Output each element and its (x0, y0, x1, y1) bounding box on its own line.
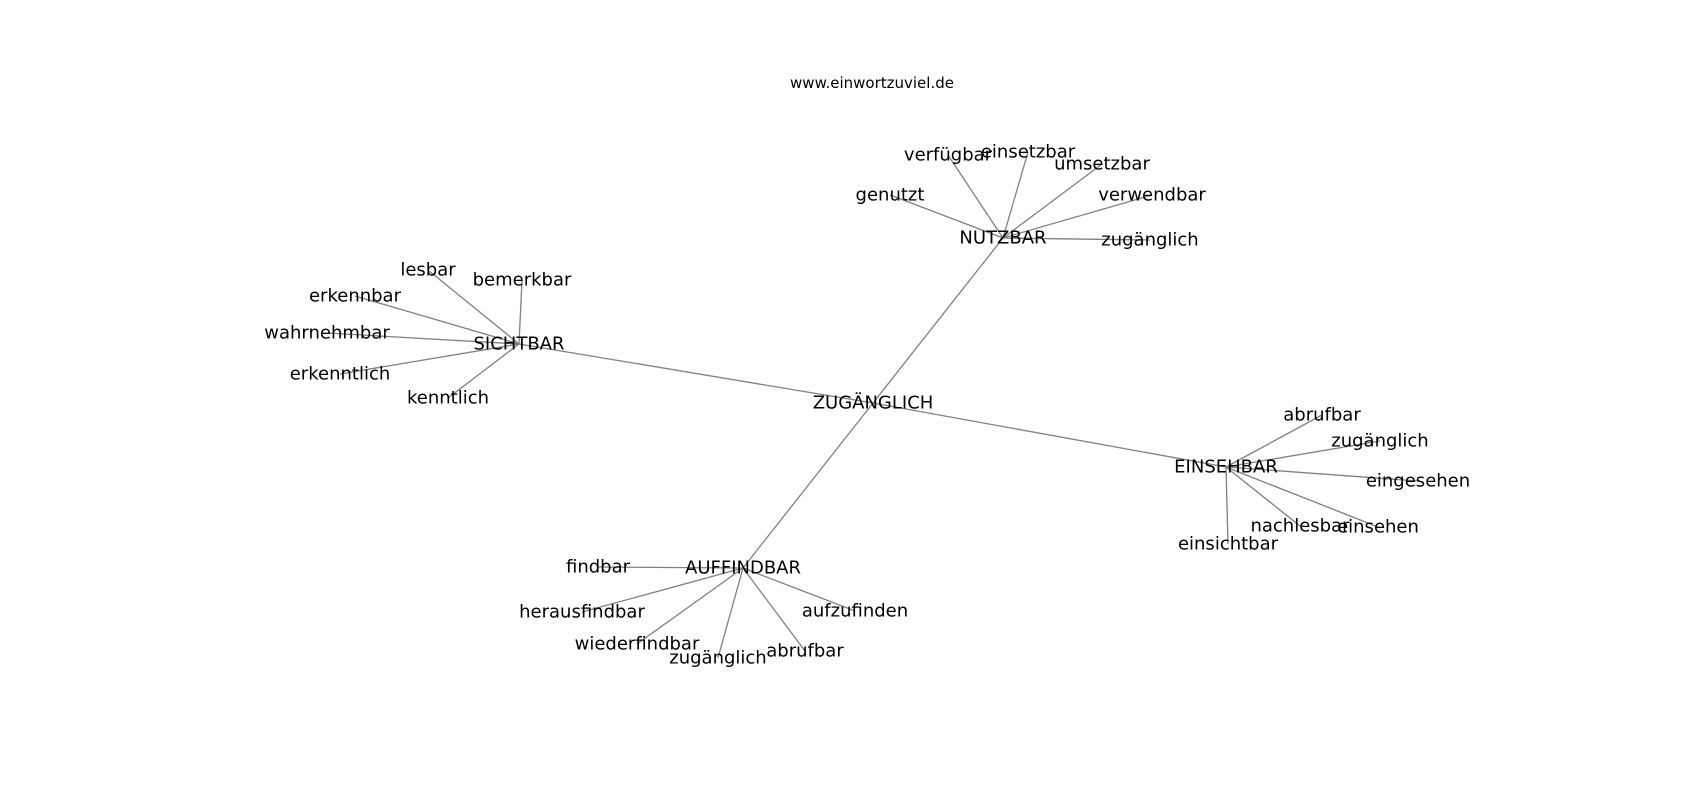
hub-node: NUTZBAR (959, 228, 1046, 249)
labels-layer: ZUGÄNGLICH NUTZBAR genutzt verfügbareinsetz… (264, 142, 1470, 669)
leaf-node: zugänglich (669, 648, 766, 669)
edge-hub-to-leaf (326, 332, 520, 345)
edge-hub-to-leaf (581, 567, 744, 613)
leaf-node: einsetzbar (981, 142, 1076, 163)
leaf-node: erkennbar (309, 286, 402, 307)
edge-hub-to-leaf (427, 269, 520, 345)
leaf-node: eingesehen (1366, 471, 1470, 492)
leaf-node: verfügbar (904, 145, 993, 166)
edge-hub-to-leaf (636, 567, 744, 645)
edge-hub-to-leaf (339, 343, 520, 375)
edge-hub-to-leaf (947, 154, 1004, 239)
leaf-node: einsichtbar (1178, 534, 1279, 555)
leaf-node: findbar (566, 557, 631, 578)
edge-hub-to-leaf (518, 279, 523, 345)
edge-hub-to-leaf (717, 567, 744, 659)
leaf-node: aufzufinden (802, 601, 908, 622)
edge-hub-to-leaf (1225, 440, 1381, 468)
center-node: ZUGÄNGLICH (813, 393, 934, 414)
leaf-node: lesbar (400, 260, 456, 281)
edge-center-to-hub (742, 402, 874, 569)
edge-hub-to-leaf (742, 567, 806, 652)
edge-hub-to-leaf (354, 295, 520, 345)
site-url: www.einwortzuviel.de (790, 74, 954, 92)
edge-hub-to-leaf (1225, 466, 1379, 528)
edge-hub-to-leaf (1225, 414, 1323, 468)
leaf-node: erkenntlich (290, 364, 391, 385)
edge-hub-to-leaf (1225, 466, 1301, 527)
leaf-node: zugänglich (1331, 431, 1428, 452)
leaf-node: bemerkbar (473, 270, 572, 291)
hub-node: EINSEHBAR (1174, 457, 1278, 478)
edge-center-to-hub (872, 237, 1004, 404)
edge-hub-to-leaf (1225, 466, 1229, 545)
hub-node: SICHTBAR (473, 334, 564, 355)
leaf-node: abrufbar (766, 641, 844, 662)
leaf-node: herausfindbar (519, 602, 645, 623)
leaf-node: abrufbar (1283, 405, 1361, 426)
leaf-node: umsetzbar (1054, 154, 1150, 175)
hub-node: AUFFINDBAR (685, 558, 801, 579)
edge-hub-to-leaf (1002, 151, 1029, 239)
edge-hub-to-leaf (447, 343, 520, 399)
edge-hub-to-leaf (597, 566, 744, 569)
leaf-node: wahrnehmbar (264, 323, 390, 344)
leaf-node: verwendbar (1098, 185, 1206, 206)
leaf-node: kenntlich (407, 388, 489, 409)
edge-center-to-hub (518, 343, 874, 404)
leaf-node: einsehen (1337, 517, 1419, 538)
edge-hub-to-leaf (742, 567, 856, 612)
leaf-node: zugänglich (1101, 230, 1198, 251)
edge-hub-to-leaf (1002, 194, 1153, 239)
edge-hub-to-leaf (1225, 466, 1419, 482)
edges-layer (326, 151, 1419, 659)
edge-hub-to-leaf (1002, 237, 1151, 241)
leaf-node: wiederfindbar (575, 634, 700, 655)
leaf-node: genutzt (856, 185, 925, 206)
edge-hub-to-leaf (1002, 163, 1103, 239)
leaf-node: nachlesbar (1250, 516, 1350, 537)
edge-center-to-hub (872, 402, 1227, 468)
edge-hub-to-leaf (889, 194, 1004, 239)
